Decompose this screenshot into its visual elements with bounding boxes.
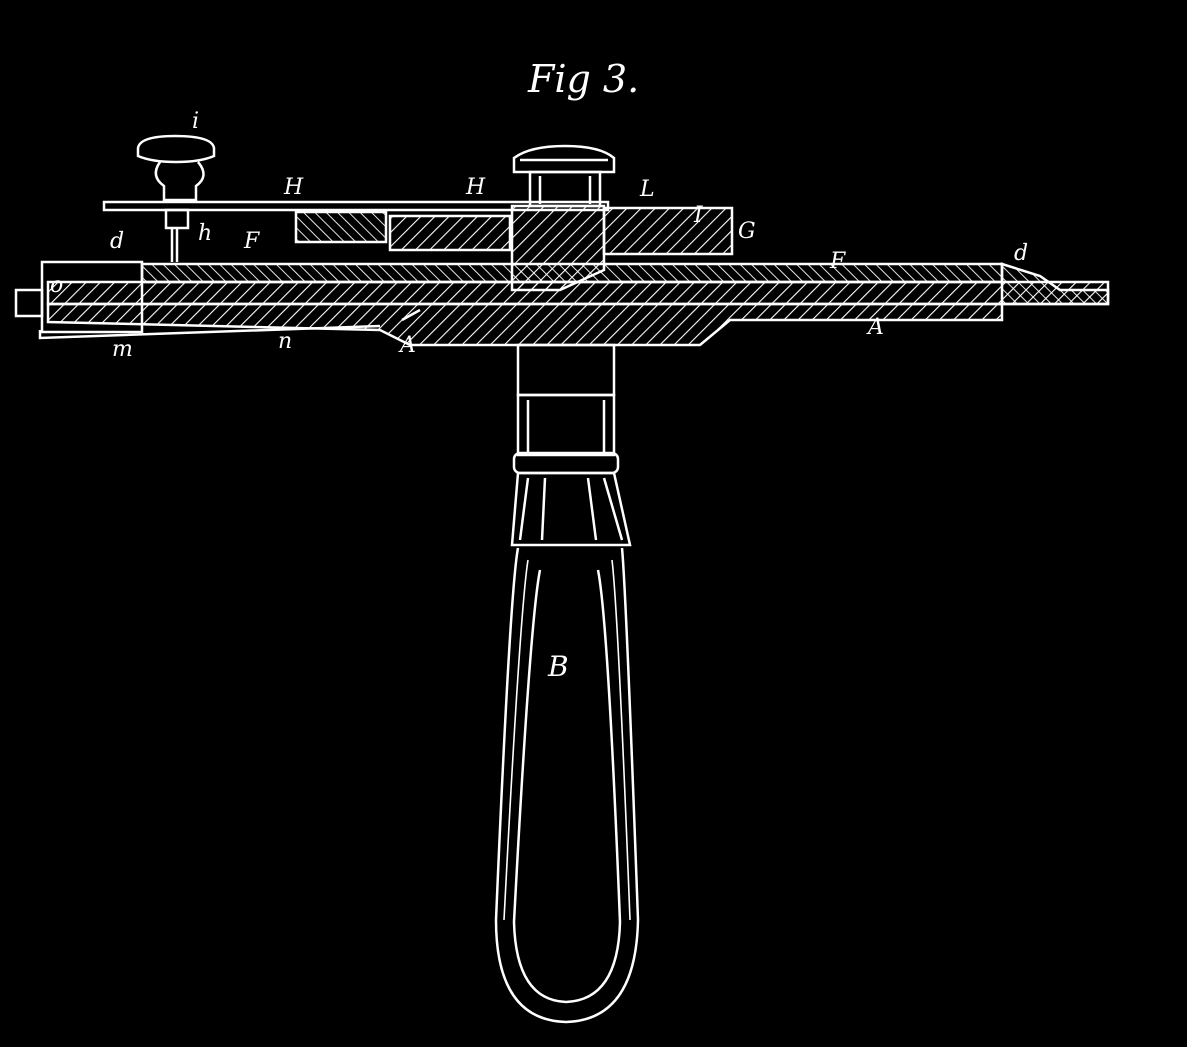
- label-L: L: [639, 177, 655, 202]
- housing-g: [602, 206, 734, 256]
- label-i: i: [192, 109, 199, 134]
- label-d-right: d: [1014, 241, 1028, 266]
- post-base: [510, 204, 606, 292]
- handle-ferrule: [510, 471, 632, 547]
- spring-plate: [38, 324, 381, 340]
- lower-plate: [46, 302, 1004, 347]
- center-knob-cap: [512, 144, 616, 174]
- end-cap: [14, 288, 44, 318]
- label-H-left: H: [283, 175, 304, 200]
- label-h: h: [198, 221, 212, 246]
- label-n: n: [278, 329, 292, 354]
- handle-grip-outer: [494, 547, 640, 1024]
- label-A-left: A: [398, 333, 416, 358]
- label-o: o: [50, 273, 63, 298]
- label-G: G: [738, 219, 756, 244]
- label-m: m: [112, 337, 133, 362]
- handle-neck: [516, 343, 616, 397]
- label-B: B: [547, 650, 569, 683]
- handle: [494, 343, 640, 1024]
- main-bar: [46, 280, 1110, 306]
- handle-grip-inner: [512, 569, 622, 1004]
- figure-title: Fig 3.: [527, 57, 639, 101]
- h-plate: [102, 200, 610, 212]
- label-F-left: F: [243, 229, 260, 254]
- label-H-right: H: [465, 175, 486, 200]
- label-d-left: d: [110, 229, 124, 254]
- label-A-right: A: [866, 315, 884, 340]
- thumb-screw: [136, 134, 216, 262]
- label-F-right: F: [829, 249, 846, 274]
- part-labels: i h H H L I G d d F F o m n A A B: [50, 109, 1028, 683]
- label-I: I: [693, 203, 704, 228]
- top-mechanism: [102, 144, 734, 292]
